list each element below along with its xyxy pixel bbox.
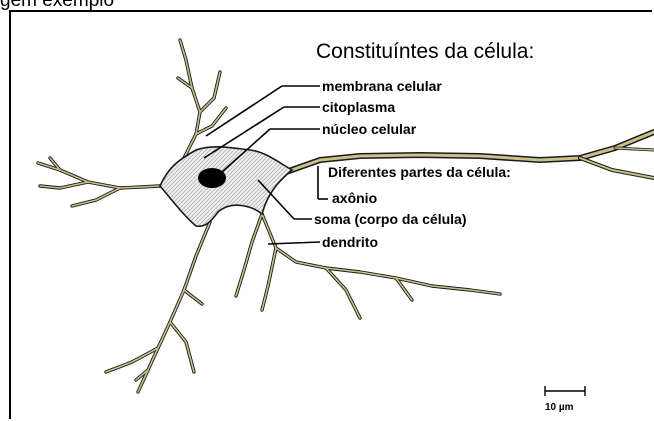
label-nucleo: núcleo celular (322, 121, 417, 137)
label-axonio: axônio (332, 190, 377, 206)
soma (160, 147, 292, 226)
label-membrana: membrana celular (322, 78, 442, 94)
nucleus (198, 168, 226, 188)
label-partes-heading: Diferentes partes da célula: (328, 164, 511, 180)
label-citoplasma: citoplasma (322, 99, 395, 115)
label-dendrito: dendrito (322, 234, 378, 250)
scale-bar-label: 10 µm (545, 402, 574, 413)
label-soma: soma (corpo da célula) (314, 211, 466, 227)
scale-bar (545, 386, 585, 396)
diagram-title: Constituíntes da célula: (316, 40, 534, 63)
